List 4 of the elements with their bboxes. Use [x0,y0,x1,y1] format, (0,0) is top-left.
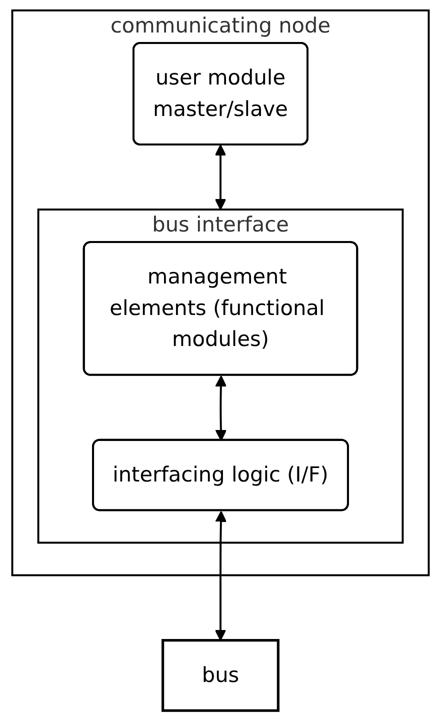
node-box: bus [162,639,280,712]
arrow [214,510,227,641]
arrow [214,144,226,210]
arrow [215,375,227,442]
